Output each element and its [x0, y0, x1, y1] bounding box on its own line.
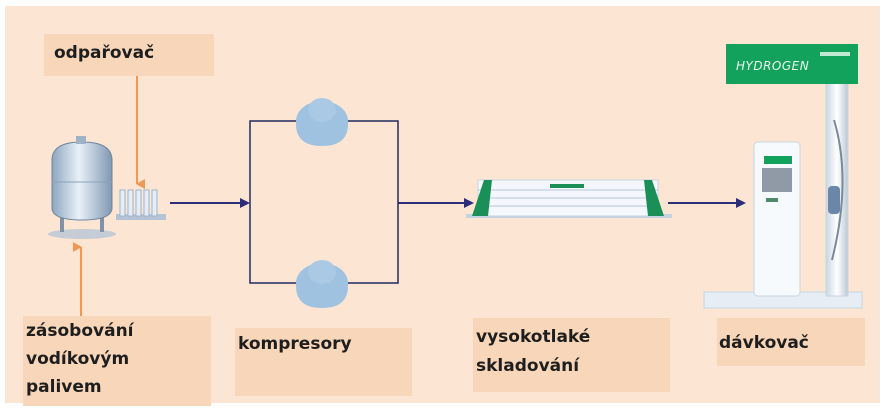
- label-box-dispenser: [717, 318, 865, 366]
- compressor-icon: [296, 98, 348, 146]
- label-box-compressors: [235, 328, 412, 396]
- evaporator-icon: [116, 189, 166, 220]
- label-evaporator: odpařovač: [54, 43, 155, 63]
- label-storage-line-1: vysokotlaké: [476, 327, 591, 347]
- label-dispenser: dávkovač: [719, 333, 809, 353]
- label-storage-line-2: skladování: [476, 356, 580, 376]
- label-compressors: kompresory: [238, 334, 352, 354]
- storage-tank-icon: [466, 179, 672, 218]
- label-box-supply: [23, 316, 211, 406]
- tank-icon: [48, 136, 116, 239]
- compressor-icon: [296, 260, 348, 308]
- label-supply-line-3: palivem: [26, 377, 102, 397]
- label-box-evaporator: [44, 34, 214, 76]
- label-supply-line-1: zásobování: [26, 321, 134, 341]
- label-box-storage: [473, 318, 670, 392]
- dispenser-sign-text: HYDROGEN: [736, 59, 809, 73]
- label-supply-line-2: vodíkovým: [26, 349, 130, 369]
- dispenser-icon: HYDROGEN: [703, 44, 863, 309]
